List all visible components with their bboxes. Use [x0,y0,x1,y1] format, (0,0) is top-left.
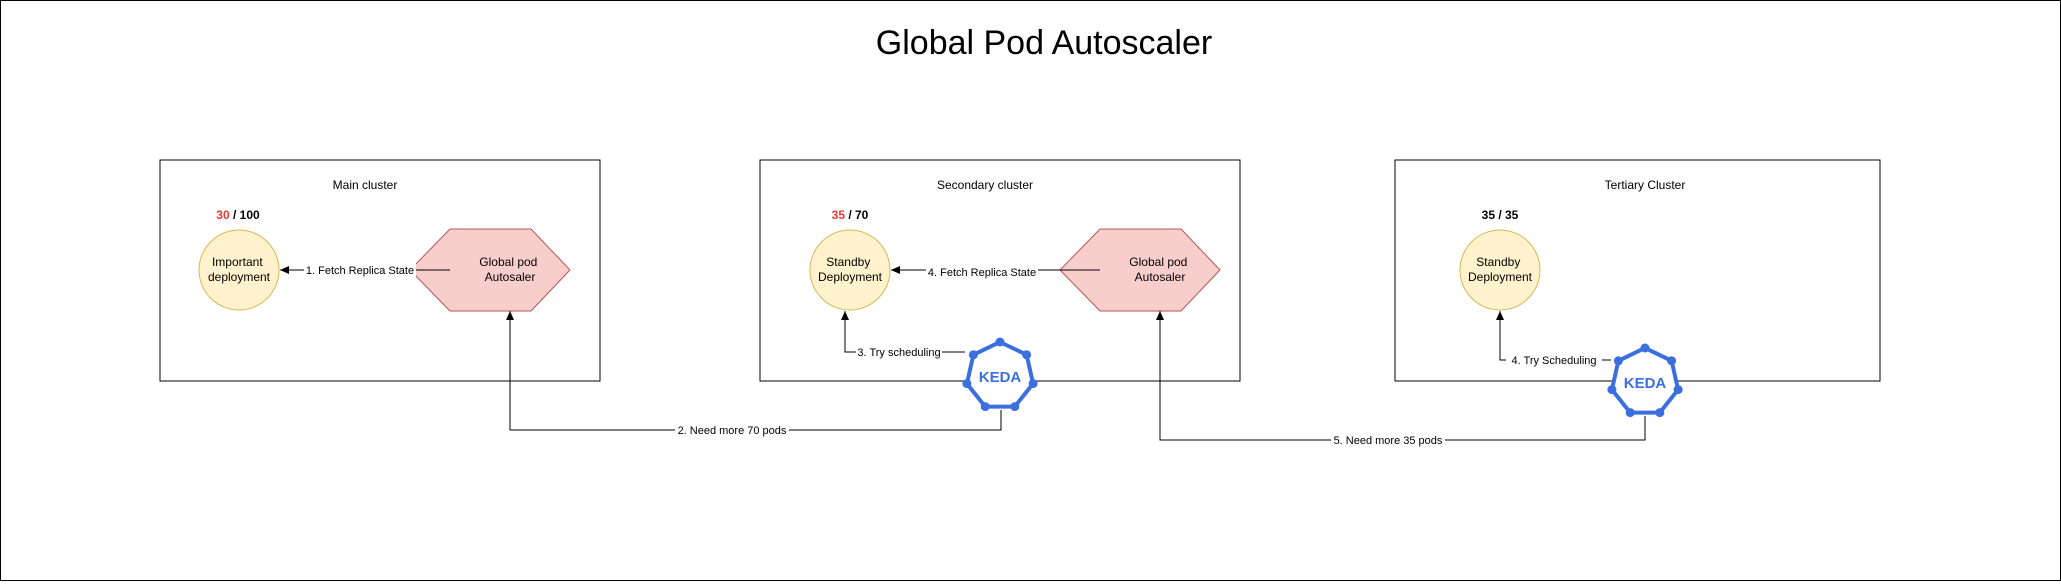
keda-node-dot [995,337,1005,347]
cluster-tertiary-label: Tertiary Cluster [1605,178,1686,192]
cluster-secondary-label: Secondary cluster [937,178,1033,192]
keda-node-dot [1613,356,1623,366]
replica-ratio-main-used: 30 [216,208,230,222]
deployment-standby-secondary-line1: Standby [826,255,870,269]
edge-try-scheduling-secondary-label: 3. Try scheduling [857,347,940,359]
deployment-standby-tertiary-line1: Standby [1476,255,1520,269]
deployment-standby-secondary-line2: Deployment [818,270,883,284]
edge-need-70-pods-label: 2. Need more 70 pods [678,425,787,437]
cluster-main-box [159,159,601,382]
keda-node-dot [962,379,972,389]
replica-ratio-secondary-total: / 70 [845,208,869,222]
edge-fetch-secondary-label-bg [926,264,1038,280]
deployment-standby-secondary[interactable] [809,229,891,311]
edge-try-scheduling-secondary-label-bg [856,344,942,360]
edge-try-scheduling-tertiary-label: 4. Try Scheduling [1512,355,1597,367]
edge-fetch-secondary-label: 4. Fetch Replica State [928,267,1036,279]
replica-ratio-main-total: / 100 [230,208,260,222]
autoscaler-main-label: Global pod Autosaler [479,255,540,284]
edge-try-scheduling-tertiary-label-bg [1506,352,1602,368]
replica-ratio-tertiary: 35 / 35 [1482,208,1519,222]
keda-node-dot [1655,408,1665,418]
deployment-standby-tertiary[interactable] [1459,229,1541,311]
deployment-important-line1: Important [212,255,263,269]
edge-fetch-main-label: 1. Fetch Replica State [306,265,414,277]
cluster-main-label: Main cluster [333,178,398,192]
keda-node-dot [1667,356,1677,366]
keda-node-dot [1640,343,1650,353]
edge-need-35-pods-label-bg [1331,432,1445,448]
autoscaler-main-line1: Global pod [479,255,537,269]
cluster-tertiary: Tertiary Cluster 35 / 35 Standby Deploym… [1394,159,1881,418]
deployment-standby-tertiary-label: Standby Deployment [1468,255,1533,284]
keda-node-dot [1028,379,1038,389]
keda-wordmark: KEDA [1624,375,1667,392]
keda-node-dot [968,350,978,360]
keda-logo-icon-tertiary: KEDA [1607,343,1683,418]
replica-ratio-secondary: 35 / 70 [832,208,869,222]
keda-node-dot [980,402,990,412]
deployment-standby-secondary-label: Standby Deployment [818,255,883,284]
keda-logo-icon-secondary: KEDA [962,337,1038,412]
autoscaler-secondary-line2: Autosaler [1135,270,1186,284]
autoscaler-main-line2: Autosaler [485,270,536,284]
replica-ratio-secondary-used: 35 [832,208,846,222]
edge-need-70-pods-label-bg [675,422,789,438]
edge-fetch-main-label-bg [304,262,416,278]
keda-node-dot [1625,408,1635,418]
keda-heptagon [964,339,1036,409]
cluster-main: Main cluster 30 / 100 Important deployme… [159,159,601,382]
keda-wordmark: KEDA [979,369,1022,386]
edge-need-35-pods-label: 5. Need more 35 pods [1334,435,1443,447]
deployment-important-label: Important deployment [208,255,271,284]
keda-node-dot [1673,385,1683,395]
diagram-title: Global Pod Autoscaler [876,24,1212,62]
autoscaler-secondary-line1: Global pod [1129,255,1187,269]
cluster-secondary: Secondary cluster 35 / 70 Standby Deploy… [759,159,1241,412]
autoscaler-secondary-label: Global pod Autosaler [1129,255,1190,284]
deployment-important-line2: deployment [208,270,271,284]
keda-node-dot [1010,402,1020,412]
deployment-standby-tertiary-line2: Deployment [1468,270,1533,284]
keda-heptagon [1609,345,1681,415]
keda-node-dot [1022,350,1032,360]
deployment-important[interactable] [198,229,280,311]
keda-node-dot [1607,385,1617,395]
replica-ratio-main: 30 / 100 [216,208,260,222]
